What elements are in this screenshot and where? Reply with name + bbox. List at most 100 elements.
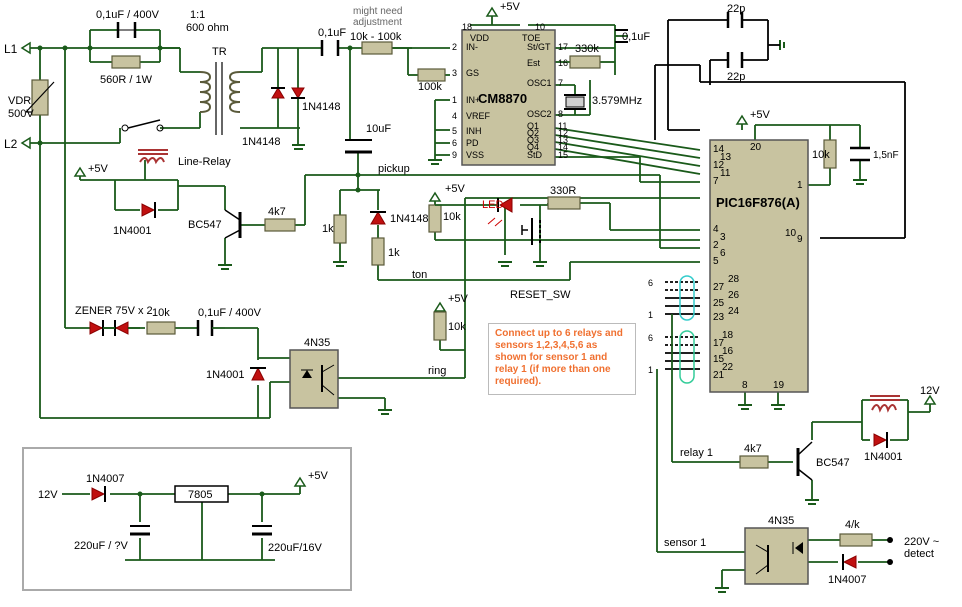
optocoupler-4n35-a — [289, 349, 339, 409]
svg-text:0,1uF: 0,1uF — [622, 31, 650, 43]
cm-pin-name: St/GT — [527, 42, 551, 52]
cm-pin-num: 7 — [558, 78, 563, 88]
resistor-1k-b — [371, 237, 385, 266]
pic-pin-num: 24 — [728, 306, 740, 317]
resistor-330r — [547, 196, 581, 210]
svg-text:12V: 12V — [38, 489, 58, 501]
svg-text:TR: TR — [212, 46, 227, 58]
diode-relay — [141, 202, 156, 218]
line-relay-switch — [119, 119, 164, 143]
svg-text:22p: 22p — [727, 3, 745, 15]
svg-text:330R: 330R — [550, 185, 576, 197]
svg-text:ton: ton — [412, 269, 427, 281]
svg-text:1k: 1k — [388, 247, 400, 259]
svg-text:3.579MHz: 3.579MHz — [592, 95, 642, 107]
svg-text:220uF/16V: 220uF/16V — [268, 542, 322, 554]
svg-text:ZENER 75V x 2: ZENER 75V x 2 — [75, 305, 153, 317]
transformer — [199, 62, 241, 135]
cm-pin-num: 18 — [462, 22, 472, 32]
label-l1: L1 — [4, 42, 18, 56]
resistor-4k7-b — [739, 455, 769, 469]
diode-tone — [370, 211, 386, 225]
power-supply-box — [22, 447, 352, 591]
svg-text:6: 6 — [648, 333, 653, 343]
svg-text:1: 1 — [648, 310, 653, 320]
pic-pin-num: 15 — [713, 354, 725, 365]
terminal-l1 — [20, 41, 31, 55]
resistor-10k-c — [146, 321, 176, 335]
ground-symbols — [218, 40, 867, 593]
svg-text:1N4001: 1N4001 — [206, 369, 245, 381]
svg-text:560R / 1W: 560R / 1W — [100, 74, 153, 86]
svg-text:pickup: pickup — [378, 163, 410, 175]
svg-text:+5V: +5V — [88, 163, 109, 175]
resistor-100k — [417, 68, 446, 82]
cm-pin-name: INH — [466, 126, 482, 136]
cm-pin-name: Q2 — [527, 128, 539, 138]
pic-pin-num: 9 — [797, 234, 803, 245]
svg-text:10uF: 10uF — [366, 123, 391, 135]
pic-pin-num: 13 — [720, 152, 732, 163]
pic-pin-num: 14 — [713, 144, 725, 155]
pic-pin-num: 3 — [720, 232, 726, 243]
svg-text:1N4148: 1N4148 — [390, 213, 429, 225]
capacitor-22p-pair — [726, 12, 744, 68]
reset-switch[interactable] — [521, 218, 541, 245]
svg-text:+5V: +5V — [308, 470, 329, 482]
resistor-4k7-a — [264, 218, 296, 232]
svg-text:1N4001: 1N4001 — [864, 451, 903, 463]
pic-pin-num: 19 — [773, 380, 785, 391]
zener-diodes — [89, 320, 145, 336]
svg-text:BC547: BC547 — [188, 219, 222, 231]
resistor-10k-a — [428, 204, 442, 233]
resistor-1k-a — [333, 214, 347, 244]
pic-pin-num: 5 — [713, 256, 719, 267]
svg-text:VDR: VDR — [8, 95, 31, 107]
svg-text:Line-Relay: Line-Relay — [178, 156, 231, 168]
optocoupler-4n35-b — [744, 527, 809, 585]
svg-text:10k: 10k — [443, 211, 461, 223]
cm-pin-name: PD — [466, 138, 479, 148]
svg-text:detect: detect — [904, 548, 934, 560]
svg-text:10k - 100k: 10k - 100k — [350, 31, 402, 43]
pic-pin-num: 2 — [713, 240, 719, 251]
diode-pair-1n4148 — [271, 87, 305, 150]
svg-text:500V: 500V — [8, 108, 34, 120]
svg-text:+5V: +5V — [500, 1, 521, 13]
text-labels: L1 L2 0,1uF / 400V 560R / 1W VDR 500V 1:… — [4, 1, 940, 586]
svg-text:0,1uF / 400V: 0,1uF / 400V — [96, 9, 160, 21]
regulator-7805 — [174, 485, 229, 503]
cm-pin-num: 6 — [452, 138, 457, 148]
pic-pin-num: 22 — [722, 362, 734, 373]
cm-pin-num: 8 — [558, 109, 563, 119]
resistor-330k — [569, 55, 601, 69]
svg-text:220uF / ?V: 220uF / ?V — [74, 540, 128, 552]
resistor-47k — [839, 533, 873, 547]
svg-text:6: 6 — [648, 278, 653, 288]
cm-pin-num: 3 — [452, 68, 457, 78]
cm-pin-name: OSC1 — [527, 78, 552, 88]
dtmf-decoder-cm8870 — [461, 29, 556, 166]
pic-pin-num: 7 — [713, 176, 719, 187]
svg-text:10k: 10k — [152, 307, 170, 319]
resistor-560r — [111, 55, 141, 69]
svg-text:600 ohm: 600 ohm — [186, 22, 229, 34]
svg-text:CM8870: CM8870 — [478, 91, 527, 106]
pic-pin-labels: 1413121174326528272625242318171615222120… — [713, 142, 803, 391]
svg-text:ring: ring — [428, 365, 446, 377]
cm-pin-num: 10 — [535, 22, 545, 32]
pic-pin-num: 8 — [742, 380, 748, 391]
transistor-bc547-b — [796, 441, 813, 481]
svg-text:220V ~: 220V ~ — [904, 536, 939, 548]
svg-text:4k7: 4k7 — [744, 443, 762, 455]
resistor-adjust — [361, 41, 393, 55]
crystal — [564, 94, 586, 110]
cm-pin-num: 9 — [452, 150, 457, 160]
cm-pin-name: StD — [527, 150, 543, 160]
svg-text:+5V: +5V — [448, 293, 469, 305]
cm-pin-name: Q3 — [527, 135, 539, 145]
cm-pin-num: 13 — [558, 135, 568, 145]
psu-capacitors — [130, 525, 272, 536]
pic-pin-num: 1 — [797, 180, 803, 191]
